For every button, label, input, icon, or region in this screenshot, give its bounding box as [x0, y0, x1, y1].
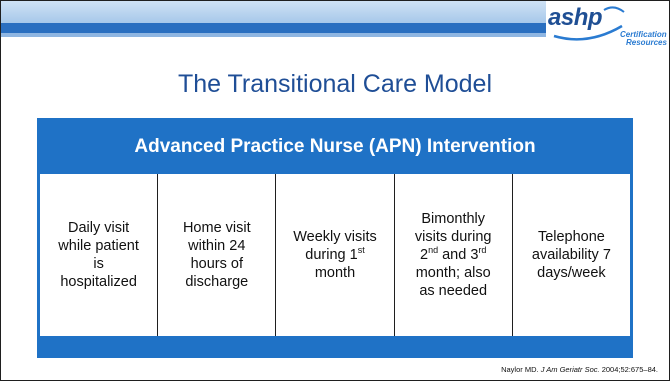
citation-journal: J Am Geriatr Soc.	[540, 365, 600, 374]
cell-text-line: hospitalized	[60, 274, 137, 290]
cell-text-line: Daily visit	[67, 220, 130, 236]
cell-text-line: month; also	[415, 265, 491, 281]
logo-swoosh-icon	[553, 6, 625, 41]
cell-text-line: 2nd and 3rd	[415, 246, 492, 264]
cell-text-line: as needed	[419, 283, 488, 299]
cell-text-line: within 24	[188, 238, 246, 254]
header-stripe-thin	[1, 33, 546, 37]
cell-text-line: while patient	[58, 238, 139, 254]
cell-text-line: Home visit	[182, 220, 251, 236]
cell-text-fragment: and 3	[438, 247, 479, 263]
cell-text-fragment: during 1	[305, 247, 358, 263]
ordinal-suffix: st	[357, 245, 365, 256]
cell-text-line: hours of	[190, 256, 243, 272]
intervention-cell-bimonthly: Bimonthly visits during 2nd and 3rd mont…	[394, 174, 513, 336]
cell-text-fragment: 2	[419, 247, 429, 263]
intervention-cells: Daily visit while patient is hospitalize…	[40, 174, 631, 336]
cell-text-line: visits during	[414, 229, 492, 245]
cell-text-line: during 1st	[293, 246, 377, 264]
cell-text-line: Bimonthly	[421, 211, 486, 227]
cell-text-line: Weekly visits	[293, 229, 377, 245]
panel-heading: Advanced Practice Nurse (APN) Interventi…	[134, 136, 536, 157]
citation-details: 2004;52:675–84.	[601, 365, 658, 374]
logo-tagline-line1: Certification	[620, 30, 667, 39]
intervention-cell-weekly: Weekly visits during 1st month	[276, 174, 395, 336]
intervention-cell-daily: Daily visit while patient is hospitalize…	[40, 174, 159, 336]
ordinal-suffix: nd	[428, 245, 439, 256]
cell-text-line: Telephone	[537, 229, 605, 245]
cell-text-line: availability 7	[531, 247, 611, 263]
header-stripe-dark	[1, 23, 546, 33]
logo-tagline: Certification Resources	[620, 31, 667, 47]
slide-title: The Transitional Care Model	[177, 70, 493, 98]
citation-author: Naylor MD.	[501, 365, 539, 374]
ashp-logo: ashp Certification Resources	[548, 4, 667, 47]
ordinal-suffix: rd	[478, 245, 487, 256]
cell-text-line: month	[314, 265, 356, 281]
logo-tagline-line2: Resources	[626, 38, 667, 47]
logo-wordmark: ashp	[548, 4, 603, 31]
cell-text-line: is	[93, 256, 104, 272]
intervention-panel: Advanced Practice Nurse (APN) Interventi…	[37, 118, 633, 358]
header-stripe-light	[1, 1, 546, 23]
cell-text-line: discharge	[185, 274, 249, 290]
intervention-cell-home-visit: Home visit within 24 hours of discharge	[158, 174, 277, 336]
cell-text-line: days/week	[537, 265, 606, 281]
header-bar	[1, 1, 669, 45]
intervention-cell-telephone: Telephone availability 7 days/week	[512, 174, 631, 336]
citation: Naylor MD. J Am Geriatr Soc. 2004;52:675…	[501, 365, 658, 374]
